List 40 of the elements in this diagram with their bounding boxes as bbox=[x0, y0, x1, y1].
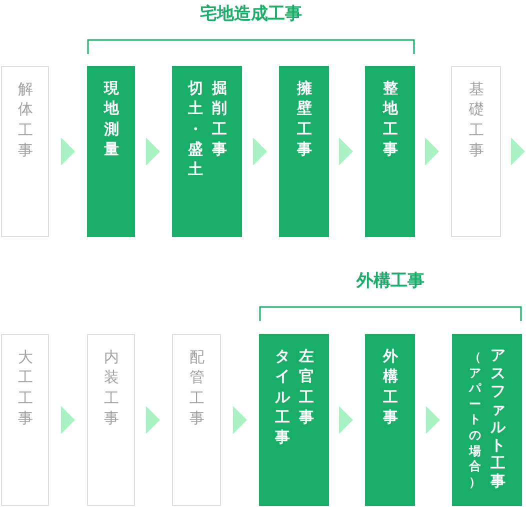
arrow bbox=[339, 406, 353, 434]
process-box bbox=[365, 334, 415, 506]
arrow bbox=[426, 406, 440, 434]
step-label: 内装工事 bbox=[104, 347, 118, 428]
arrow bbox=[61, 406, 75, 434]
group-heading: 外構工事 bbox=[355, 270, 426, 292]
arrow bbox=[425, 138, 439, 166]
arrow bbox=[511, 138, 525, 166]
step-label: 整地工事 bbox=[382, 78, 398, 159]
process-box bbox=[87, 66, 135, 237]
process-box bbox=[365, 66, 415, 237]
group-heading: 宅地造成工事 bbox=[199, 3, 303, 25]
step-label: 配管工事 bbox=[189, 347, 204, 428]
process-box bbox=[279, 66, 329, 237]
step-label: 左官工事 bbox=[299, 346, 314, 427]
step-label: アスファルト工事 bbox=[490, 346, 505, 490]
step-label: （アパートの場合） bbox=[469, 350, 481, 490]
process-box bbox=[259, 334, 329, 506]
step-label: 切土・盛土 bbox=[188, 78, 202, 180]
step-label: タイル工事 bbox=[274, 346, 289, 448]
step-label: 現地測量 bbox=[104, 78, 118, 159]
step-label: 擁壁工事 bbox=[296, 78, 312, 159]
arrow bbox=[146, 138, 160, 166]
process-box bbox=[451, 66, 501, 237]
step-label: 基礎工事 bbox=[468, 79, 484, 160]
process-box bbox=[1, 334, 49, 506]
process-box bbox=[172, 334, 221, 506]
process-box bbox=[87, 334, 135, 506]
process-box bbox=[1, 66, 49, 237]
arrow bbox=[253, 138, 267, 166]
process-box bbox=[172, 66, 242, 237]
step-label: 解体工事 bbox=[18, 79, 32, 160]
process-box bbox=[452, 334, 522, 506]
arrow bbox=[61, 138, 75, 166]
step-label: 掘削工事 bbox=[212, 78, 226, 159]
step-label: 大工工事 bbox=[18, 347, 32, 428]
arrow bbox=[233, 406, 247, 434]
step-label: 外構工事 bbox=[382, 346, 398, 427]
arrow bbox=[146, 406, 160, 434]
arrow bbox=[339, 138, 353, 166]
